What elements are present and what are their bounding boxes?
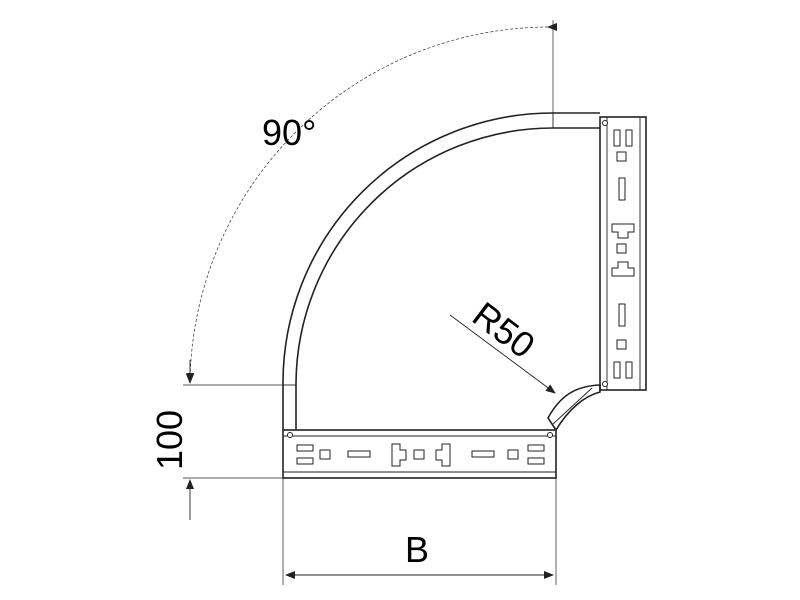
angle-dimension [183, 20, 558, 386]
right-side-rail [599, 116, 647, 391]
radius-dimension [449, 314, 556, 394]
height-dimension [183, 360, 283, 520]
outer-wall [282, 112, 600, 430]
width-label: B [405, 529, 429, 570]
radius-label: R50 [465, 294, 542, 366]
outer-wall-inner-line [295, 127, 600, 430]
bend-body [282, 112, 600, 430]
angle-label: 90° [262, 112, 316, 153]
height-label: 100 [149, 410, 190, 470]
inner-corner-connector [547, 384, 601, 432]
width-dimension [282, 478, 557, 585]
bottom-side-rail [282, 429, 557, 479]
